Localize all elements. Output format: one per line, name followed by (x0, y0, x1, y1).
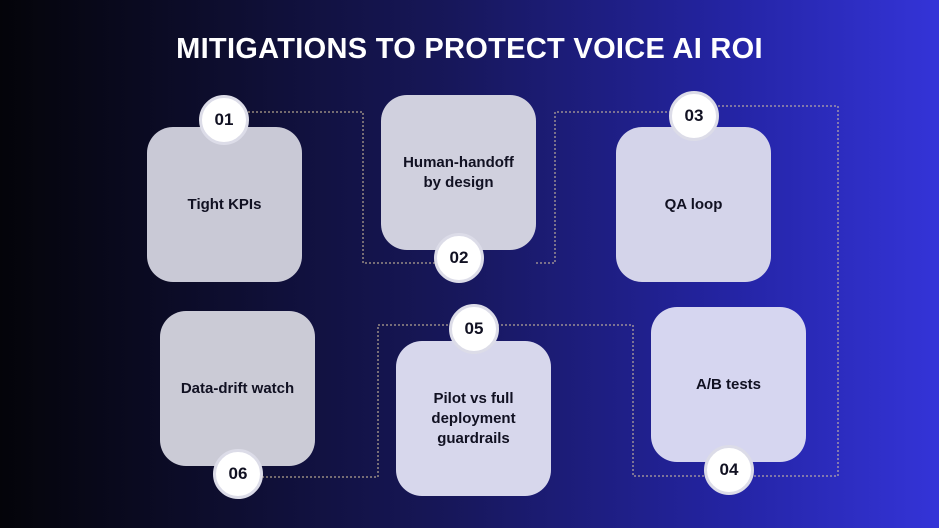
step-card-04: A/B tests (651, 307, 806, 462)
step-badge-01: 01 (199, 95, 249, 145)
step-badge-04: 04 (704, 445, 754, 495)
connector-03-04 (690, 105, 839, 477)
step-label-05: Pilot vs full deployment guardrails (431, 389, 516, 447)
step-label-04: A/B tests (695, 375, 762, 393)
connector-04-05 (480, 324, 708, 477)
step-label-06: Data-drift watch (180, 379, 295, 397)
step-card-06: Data-drift watch (160, 311, 315, 466)
step-label-03: QA loop (664, 195, 723, 213)
connector-01-02 (240, 111, 470, 264)
step-badge-05: 05 (449, 304, 499, 354)
connector-05-06 (262, 324, 460, 478)
step-badge-02: 02 (434, 233, 484, 283)
step-badge-03: 03 (669, 91, 719, 141)
step-badge-06: 06 (213, 449, 263, 499)
page-title: MITIGATIONS TO PROTECT VOICE AI ROI (176, 33, 763, 65)
step-card-03: QA loop (616, 127, 771, 282)
step-card-05: Pilot vs full deployment guardrails (396, 341, 551, 496)
step-card-02: Human-handoff by design (381, 95, 536, 250)
step-label-01: Tight KPIs (187, 195, 262, 213)
connector-02-03 (536, 111, 690, 264)
step-card-01: Tight KPIs (147, 127, 302, 282)
step-label-02: Human-handoff by design (403, 153, 514, 191)
